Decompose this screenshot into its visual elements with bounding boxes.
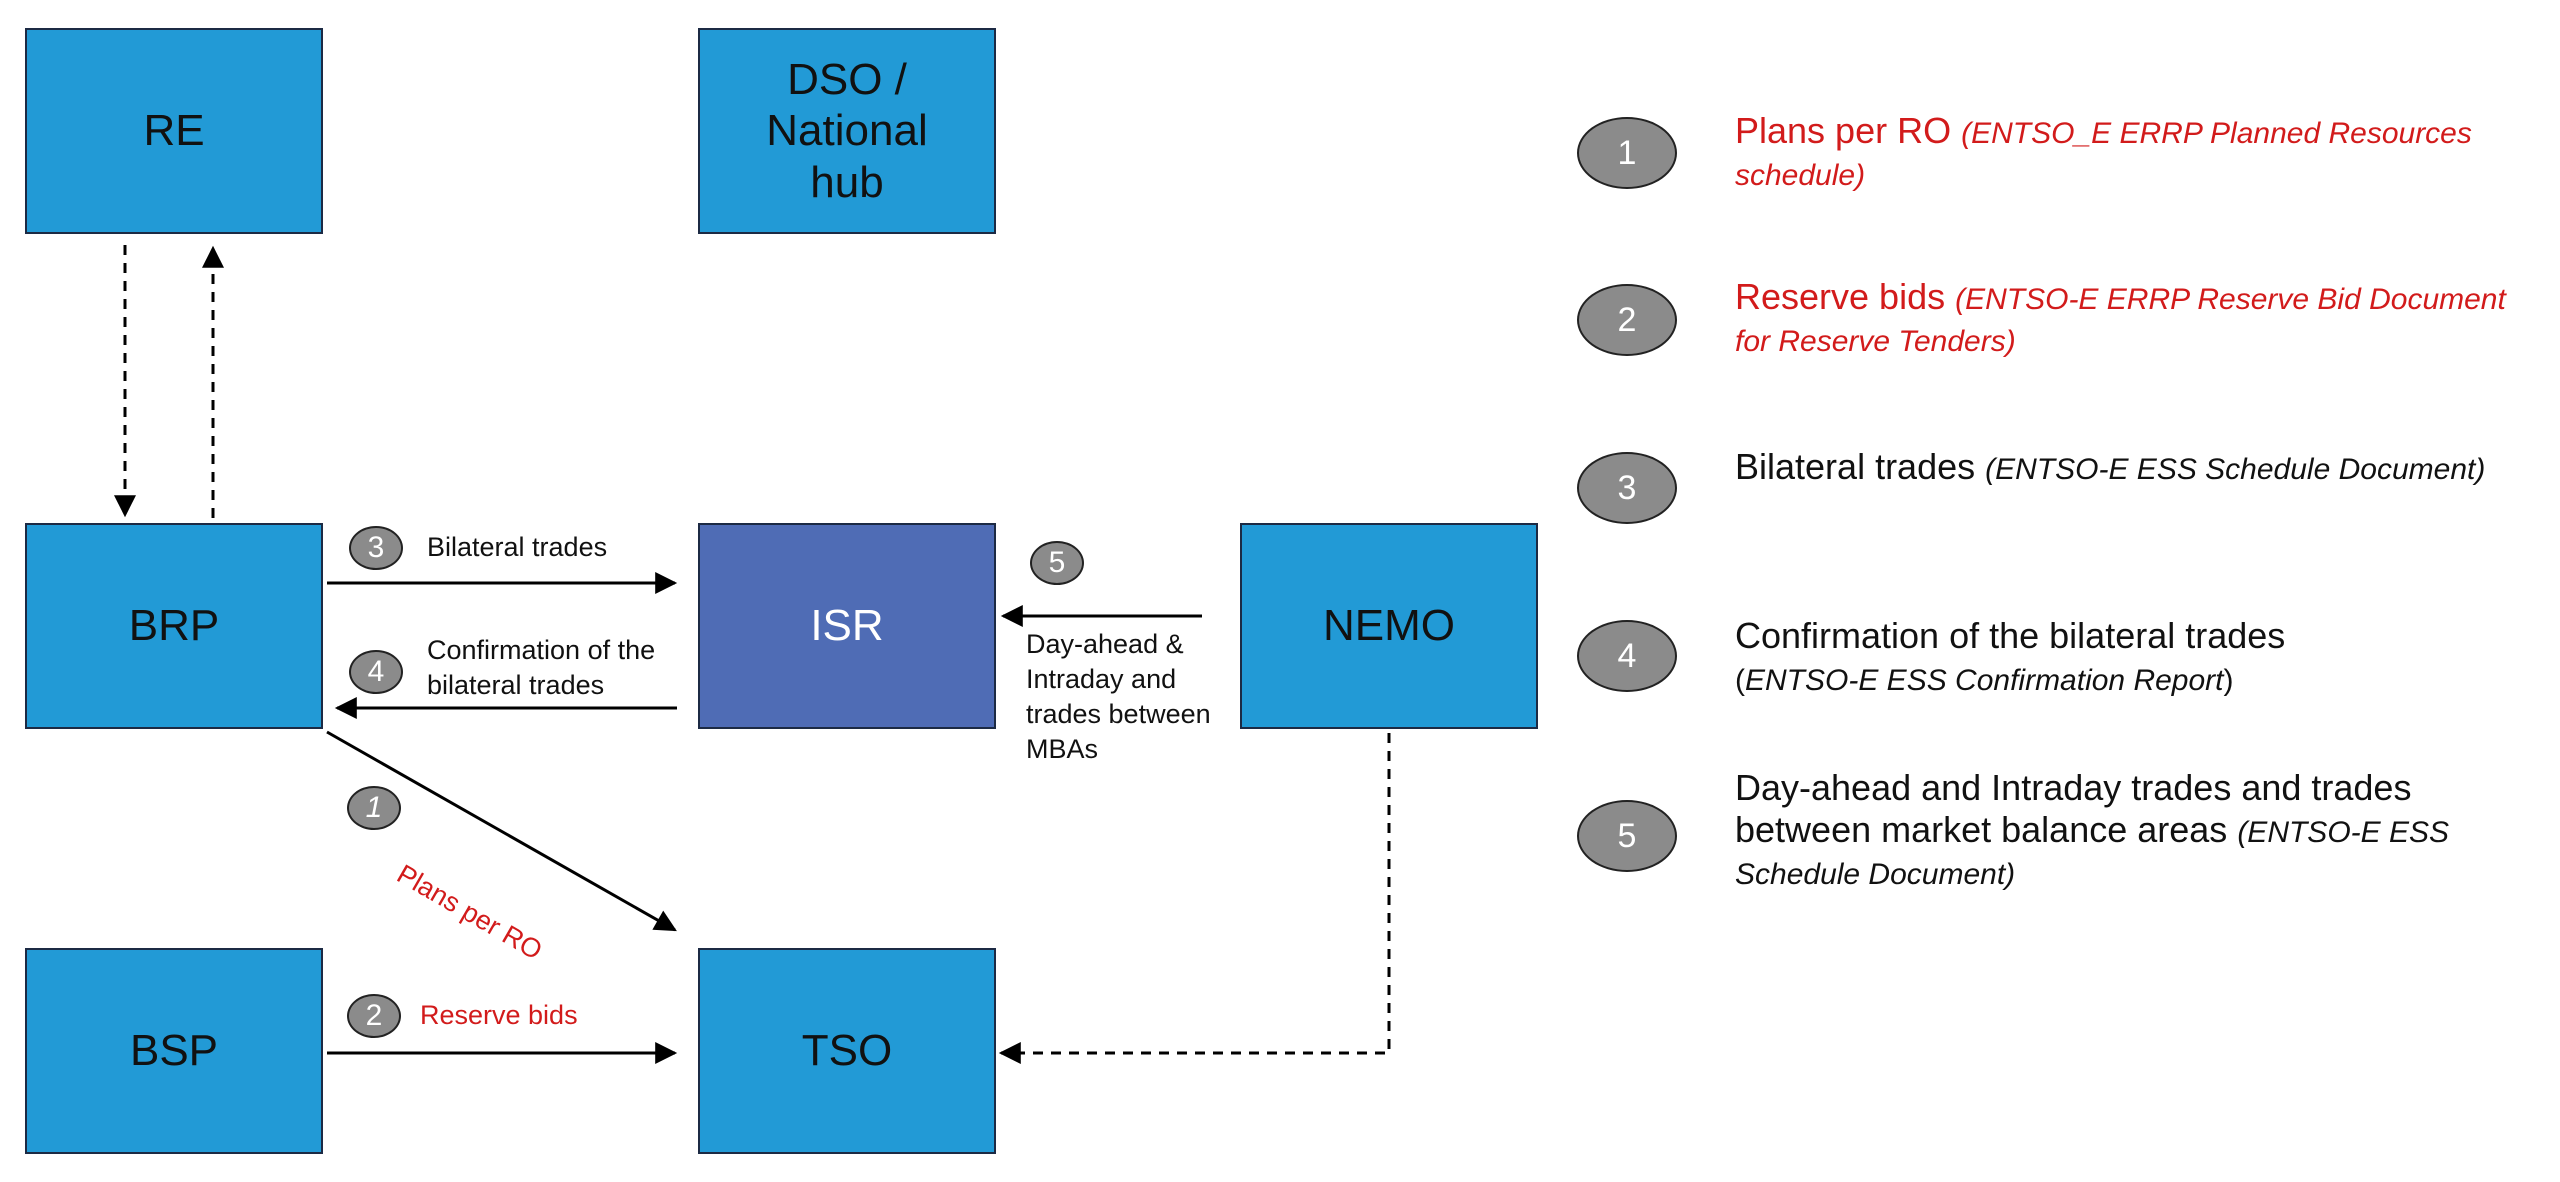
legend-desc: (ENTSO_E ERRP Planned Resources schedule…	[1735, 117, 2472, 193]
nemo-box: NEMO	[1240, 523, 1538, 729]
re-box: RE	[25, 28, 323, 234]
legend-item-5: Day-ahead and Intraday trades and trades…	[1735, 767, 2545, 893]
badge-number: 4	[367, 655, 385, 688]
dso-label: DSO / National hub	[766, 55, 928, 207]
legend-desc: (ENTSO-E ERRP Reserve Bid Document for R…	[1735, 283, 2506, 359]
legend-title: Reserve bids	[1735, 276, 1946, 317]
badge-number: 3	[1617, 468, 1637, 507]
tso-label: TSO	[801, 1026, 893, 1076]
badge-number: 1	[1617, 133, 1637, 172]
tso-box: TSO	[698, 948, 996, 1154]
bilateral-trades-label: Bilateral trades	[427, 532, 608, 562]
brp-box: BRP	[25, 523, 323, 729]
legend-desc: (ENTSO-E ESS Confirmation Report)	[1735, 664, 2234, 697]
dayahead-label-line3: trades between	[1026, 699, 1211, 730]
legend-item-4: Confirmation of the bilateral trades (EN…	[1735, 615, 2545, 699]
badge-number: 4	[1617, 636, 1637, 675]
nemo-label: NEMO	[1323, 601, 1455, 651]
dayahead-label-line2: Intraday and	[1026, 664, 1177, 695]
legend-badge-5: 5	[1577, 800, 1677, 872]
legend-item-3: Bilateral trades (ENTSO-E ESS Schedule D…	[1735, 446, 2545, 488]
legend-desc-open: (	[1735, 664, 1745, 698]
badge-number: 3	[367, 531, 385, 564]
isr-box: ISR	[698, 523, 996, 729]
confirmation-label: Confirmation of the bilateral trades	[427, 633, 655, 703]
bsp-box: BSP	[25, 948, 323, 1154]
badge-number: 5	[1617, 816, 1637, 855]
legend-item-2: Reserve bids (ENTSO-E ERRP Reserve Bid D…	[1735, 276, 2545, 360]
badge-number: 2	[365, 999, 383, 1032]
nemo-to-tso-arrow	[998, 733, 1391, 1064]
dso-box: DSO / National hub	[698, 28, 996, 234]
legend-desc: (ENTSO-E ESS Schedule Document)	[1735, 816, 2450, 892]
badge-number: 2	[1617, 300, 1637, 339]
badge-number: 5	[1048, 546, 1066, 579]
confirmation-label-line2: bilateral trades	[427, 670, 605, 701]
plans-arrow	[326, 730, 677, 932]
confirmation-badge: 4	[349, 650, 403, 694]
badge-number: 1	[365, 791, 383, 824]
bilateral-trades-badge: 3	[349, 526, 403, 570]
legend-badge-1: 1	[1577, 117, 1677, 189]
plans-badge: 1	[347, 786, 401, 830]
legend-item-1: Plans per RO (ENTSO_E ERRP Planned Resou…	[1735, 110, 2545, 194]
legend-title: Bilateral trades	[1735, 446, 1976, 487]
dayahead-label-line4: MBAs	[1026, 734, 1099, 765]
confirmation-label-line1: Confirmation of the	[427, 635, 656, 665]
legend-badge-3: 3	[1577, 452, 1677, 524]
dayahead-label-line1: Day-ahead &	[1026, 629, 1184, 659]
legend-title: Confirmation of the bilateral trades	[1735, 615, 2286, 656]
dayahead-badge: 5	[1030, 541, 1084, 585]
legend-desc: (ENTSO-E ESS Schedule Document)	[1985, 453, 2486, 486]
legend-desc-close: )	[2223, 664, 2234, 698]
bsp-label: BSP	[129, 1026, 219, 1076]
brp-label: BRP	[128, 601, 220, 651]
dayahead-label: Day-ahead & Intraday and trades between …	[1026, 627, 1211, 767]
legend-badge-4: 4	[1577, 620, 1677, 692]
re-label: RE	[143, 106, 205, 156]
isr-label: ISR	[810, 601, 884, 651]
reserve-bids-badge: 2	[347, 994, 401, 1038]
legend-desc-body: ENTSO-E ESS Confirmation Report	[1745, 664, 2224, 698]
legend-badge-2: 2	[1577, 284, 1677, 356]
legend-title: Day-ahead and Intraday trades and trades…	[1735, 767, 2412, 851]
reserve-bids-label: Reserve bids	[420, 1000, 578, 1030]
legend-title: Plans per RO	[1735, 110, 1952, 151]
